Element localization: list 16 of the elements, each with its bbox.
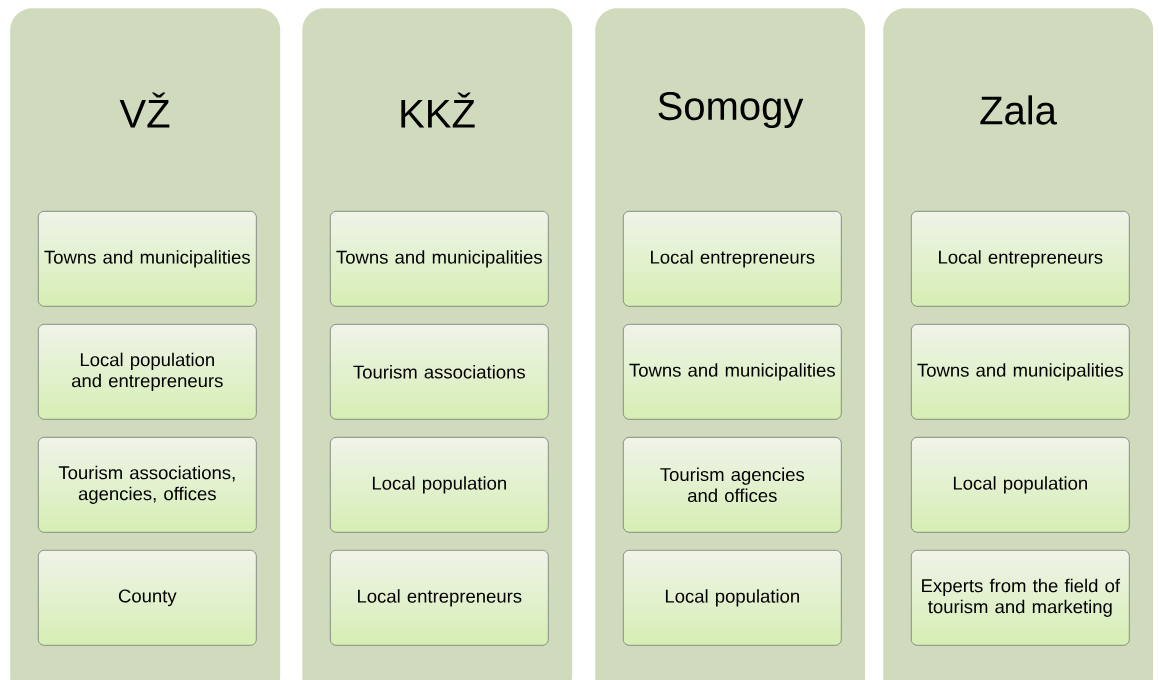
item-box: Tourism associations [330,324,549,420]
item-box: Towns and municipalities [623,324,842,420]
item-box: Experts from the field of tourism and marketing [911,550,1130,646]
item-box: Local entrepreneurs [623,211,842,307]
item-box: Local population [330,437,549,533]
item-box: Towns and municipalities [38,211,257,307]
item-box: Local entrepreneurs [330,550,549,646]
item-box: Local population and entrepreneurs [38,324,257,420]
item-box: Tourism associations, agencies, offices [38,437,257,533]
item-box: Tourism agencies and offices [623,437,842,533]
item-box: Towns and municipalities [330,211,549,307]
item-box: Local population [623,550,842,646]
item-box: Local population [911,437,1130,533]
item-box: Towns and municipalities [911,324,1130,420]
item-box: County [38,550,257,646]
item-box: Local entrepreneurs [911,211,1130,307]
